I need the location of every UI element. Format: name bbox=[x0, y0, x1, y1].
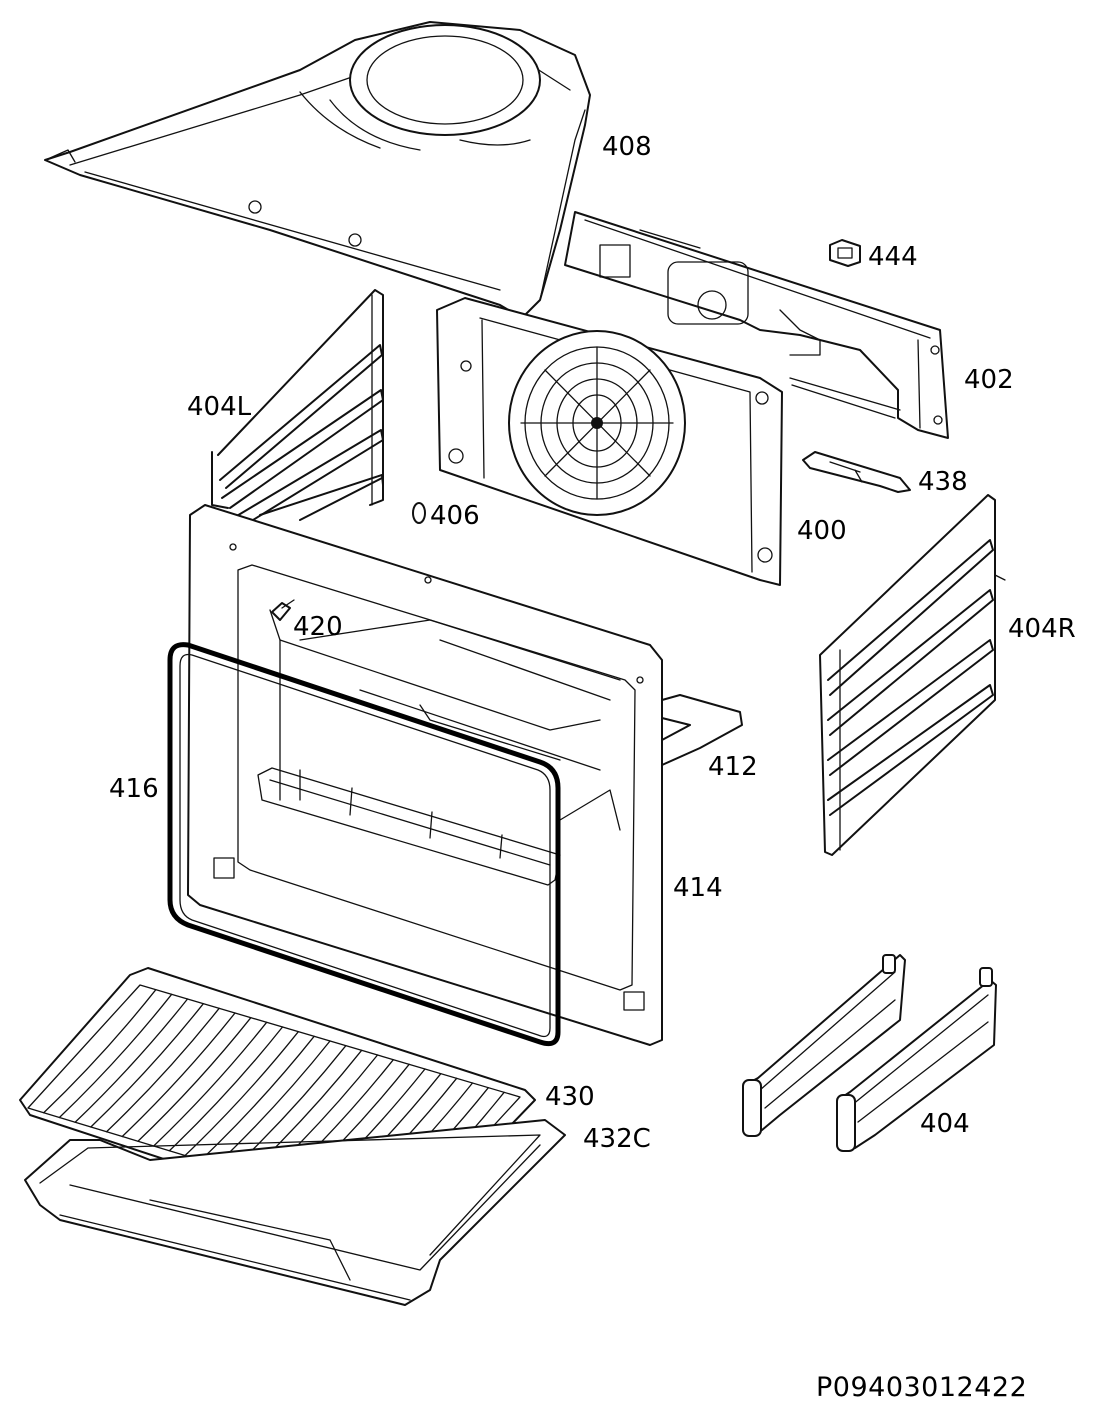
grill-wire bbox=[58, 993, 173, 1119]
grill-wire bbox=[184, 1031, 299, 1157]
label-404L: 404L bbox=[187, 392, 252, 422]
label-402: 402 bbox=[964, 365, 1014, 395]
grill-wire bbox=[121, 1012, 236, 1138]
grill-wire bbox=[153, 1021, 268, 1147]
label-416: 416 bbox=[109, 774, 159, 804]
part-438-bracket bbox=[802, 451, 911, 493]
part-402-rear-bracket bbox=[564, 211, 949, 439]
grill-wire bbox=[200, 1035, 315, 1161]
part-414-front-frame bbox=[187, 504, 663, 1046]
label-444: 444 bbox=[868, 242, 918, 272]
part-432C-baking-tray bbox=[24, 1119, 566, 1306]
grill-wire bbox=[137, 1017, 252, 1142]
grill-wire bbox=[168, 1026, 284, 1152]
label-404: 404 bbox=[920, 1109, 970, 1139]
part-408-top-cover bbox=[44, 21, 591, 319]
grill-wire bbox=[74, 998, 189, 1123]
label-430: 430 bbox=[545, 1082, 595, 1112]
grill-wire bbox=[105, 1007, 220, 1133]
part-420-screw bbox=[271, 599, 295, 621]
part-400-back-panel bbox=[436, 297, 783, 586]
label-400: 400 bbox=[797, 516, 847, 546]
part-416-door-seal bbox=[167, 642, 561, 1047]
part-404R-right-rail bbox=[819, 494, 1006, 856]
grill-wire bbox=[90, 1003, 204, 1128]
part-406-screw bbox=[412, 502, 426, 524]
label-408: 408 bbox=[602, 132, 652, 162]
part-444-clip bbox=[829, 239, 861, 267]
part-404L-left-rail bbox=[211, 289, 384, 529]
drawing-reference: P09403012422 bbox=[816, 1372, 1028, 1403]
label-404R: 404R bbox=[1008, 614, 1076, 644]
label-432C: 432C bbox=[583, 1124, 651, 1154]
label-438: 438 bbox=[918, 467, 968, 497]
part-412-shelf-runner bbox=[257, 694, 743, 886]
label-412: 412 bbox=[708, 752, 758, 782]
label-414: 414 bbox=[673, 873, 723, 903]
label-406: 406 bbox=[430, 501, 480, 531]
part-404-telescopic-runners bbox=[742, 954, 997, 1152]
label-420: 420 bbox=[293, 612, 343, 642]
grill-wire bbox=[43, 989, 157, 1114]
